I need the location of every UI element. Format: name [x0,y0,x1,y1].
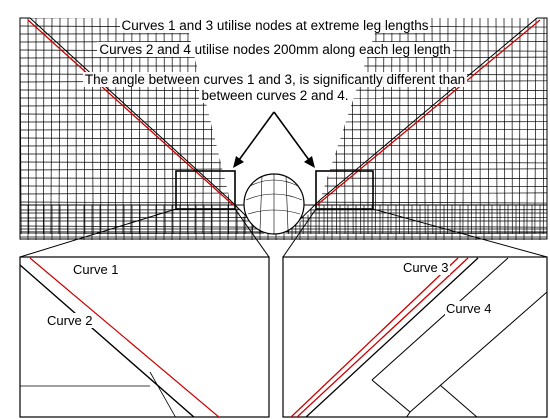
mesh-gridline [91,18,94,234]
mesh-gridline [42,18,45,234]
mesh-gridline [58,18,61,234]
left-zoom-panel [19,256,270,418]
mesh-gridline [20,225,265,228]
curve-3-zoom-red-line-b [290,257,459,417]
curve-1-red-line [27,19,234,206]
mesh-gridline [285,104,547,107]
curve-1-label: Curve 1 [72,262,120,277]
mesh-gridline [285,144,547,147]
mesh-gridline [285,232,547,234]
note-line-3: The angle between curves 1 and 3, is sig… [82,72,468,87]
weld-root-mesh [245,174,303,234]
note-line-2: Curves 2 and 4 utilise nodes 200mm along… [97,42,453,57]
mesh-gridline [20,232,265,234]
mesh-gridline [20,113,265,116]
right-zoom-box [315,170,374,210]
curve-2-zoom-black-line [20,264,195,417]
mesh-gridline [27,18,30,234]
mesh-gridline [20,104,265,107]
curve-4-label: Curve 4 [445,301,493,316]
mesh-gridline [285,113,547,116]
mesh-gridline [285,201,547,204]
zoom-connector-lines [19,208,548,258]
mesh-gridline [285,225,547,228]
right-zoom-mesh-lines [371,257,547,417]
curve-3-label: Curve 3 [402,260,450,275]
mesh-gridline [20,128,265,131]
mesh-gridline [285,177,547,179]
mesh-gridline [285,168,547,171]
mesh-gridline [285,161,547,164]
note-line-4: between curves 2 and 4. [199,88,351,103]
mesh-gridline [20,144,265,147]
curve-1-zoom-red-line [29,257,220,417]
curve-3-red-line [316,19,541,206]
mesh-gridline [285,192,547,195]
mesh-gridline [20,137,265,140]
note-line-1: Curves 1 and 3 utilise nodes at extreme … [119,18,431,33]
mesh-gridline [20,201,265,204]
curve-4-zoom-black-line [305,257,479,417]
curve-3-zoom-red-line-a [296,257,469,417]
mesh-gridline [20,216,265,219]
pointer-arrows [233,111,315,168]
mesh-gridline [50,18,53,234]
right-zoom-panel [282,256,548,418]
mesh-gridline [67,18,69,234]
mesh-gridline [285,216,547,219]
curve-2-label: Curve 2 [46,313,94,328]
mesh-gridline [20,192,265,195]
mesh-gridline [20,161,265,164]
mesh-gridline [20,168,265,171]
mesh-gridline [285,137,547,140]
right-mesh-outline [285,17,548,233]
mesh-gridline [83,18,86,234]
mesh-gridline [285,128,547,131]
mesh-gridline [20,177,265,179]
left-zoom-box [175,170,236,210]
left-zoom-mesh-line-2 [149,371,176,417]
